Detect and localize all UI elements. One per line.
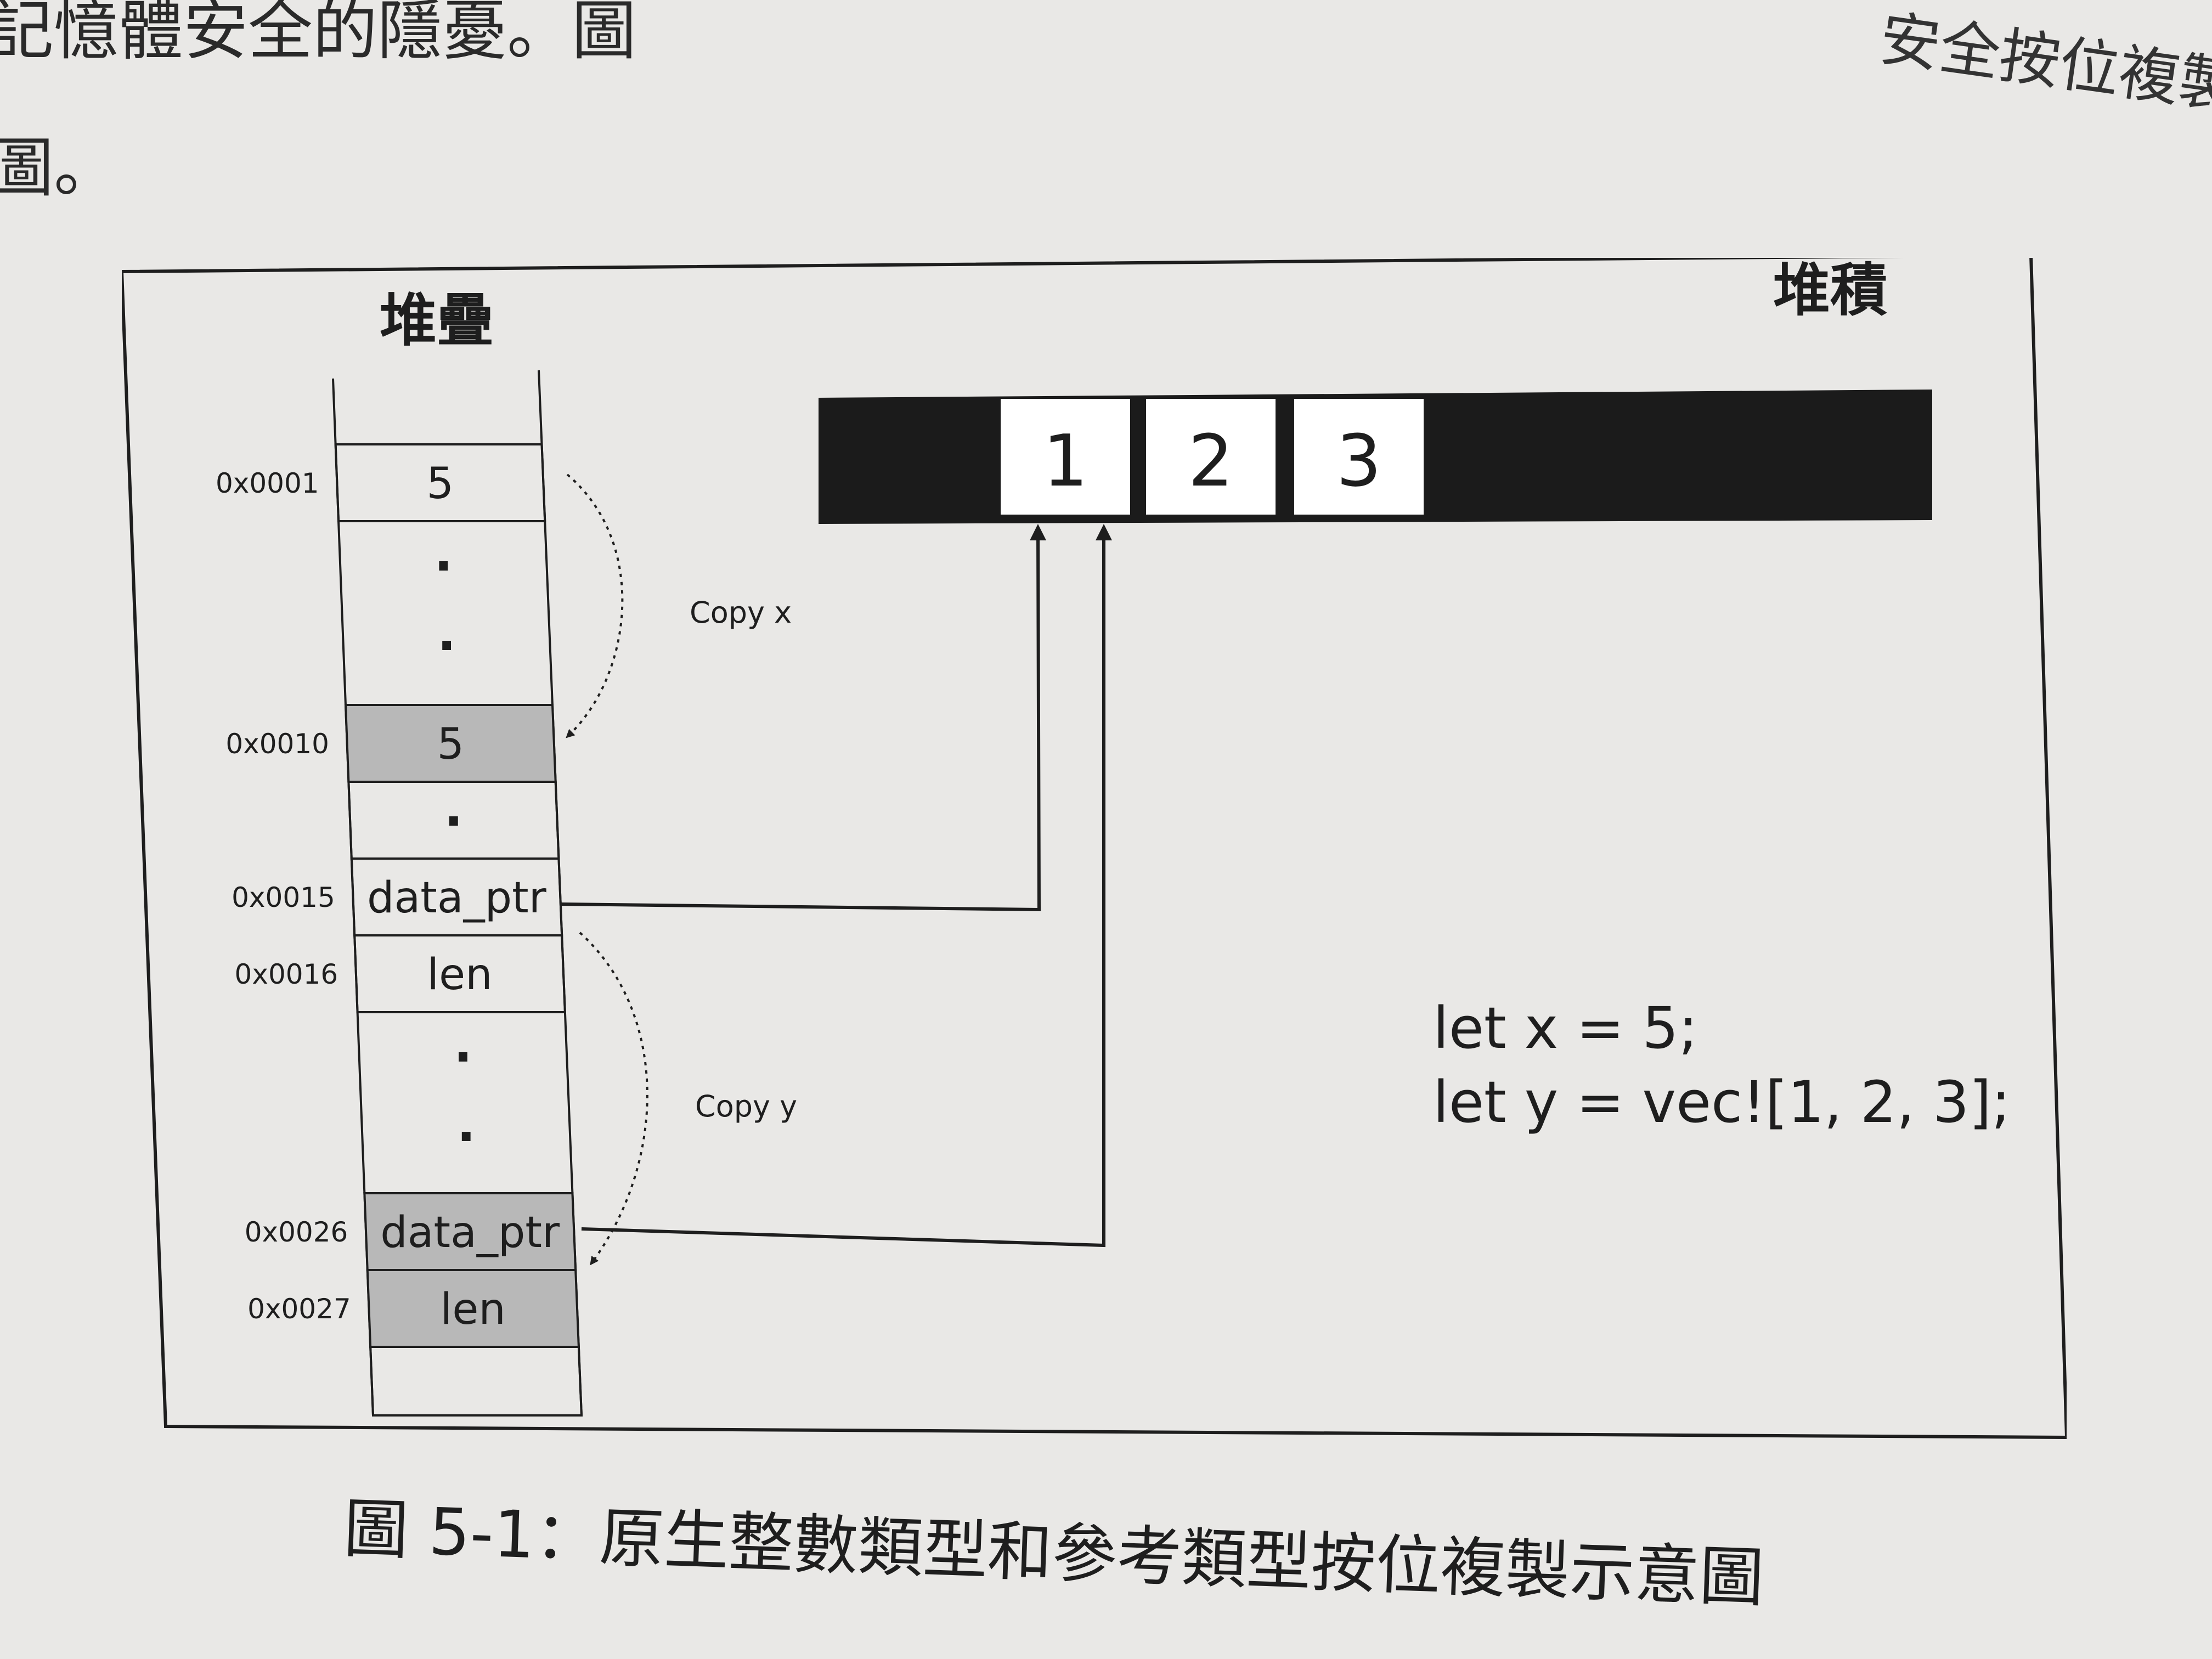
stack-address: 0x0015 [232, 882, 335, 913]
stack-cell-value: len [441, 1285, 506, 1334]
heap-cell-value: 2 [1188, 419, 1234, 503]
stack-cell [353, 934, 566, 1013]
heap-title: 堆積 [1773, 258, 1887, 324]
stack-cell-value: data_ptr [380, 1208, 560, 1257]
stack-cell-ellipsis: . [454, 1016, 472, 1074]
stack-address: 0x0010 [225, 728, 329, 760]
stack-address: 0x0026 [245, 1216, 348, 1248]
stack-cell-ellipsis: . [444, 780, 463, 838]
figure-caption: 圖 5-1：原生整數類型和參考類型按位複製示意圖 [342, 1490, 1765, 1616]
heap-cell-value: 3 [1336, 419, 1382, 503]
body-text-line: 圖。 [0, 130, 119, 206]
stack-cell-value: data_ptr [367, 873, 547, 923]
stack-cell-value: len [427, 950, 492, 1000]
stack-cell-value: 5 [427, 459, 454, 509]
figure-border [122, 258, 2067, 1440]
copy-x-label: Copy x [690, 595, 792, 630]
pointer-x-to-heap [560, 524, 1047, 912]
heap-cell-value: 1 [1043, 419, 1088, 503]
stack-cell [369, 1346, 583, 1417]
stack-address: 0x0016 [235, 958, 338, 990]
stack-address: 0x0001 [216, 467, 319, 499]
figure: 堆疊 堆積 5 0x0001.. 5 0x0010. data_ptr 0x0015 len… [122, 258, 2067, 1448]
heap-cells: 1 2 3 [998, 397, 1426, 517]
stack-address: 0x0027 [247, 1293, 351, 1325]
code-line: let x = 5; [1433, 995, 1698, 1062]
stack-cell [334, 443, 546, 522]
body-text-line: 記憶體安全的隱憂。圖 [0, 0, 637, 69]
copy-x-arrow [566, 473, 624, 738]
copy-y-arrow [579, 932, 648, 1266]
copy-y-label: Copy y [695, 1089, 797, 1124]
code-line: let y = vec![1, 2, 3]; [1433, 1069, 2011, 1136]
body-text-fragment: 安全按位複製的 [1875, 3, 2212, 132]
stack-title: 堆疊 [380, 287, 494, 354]
pointer-y-to-heap [581, 524, 1112, 1248]
stack-cell-ellipsis: . [434, 525, 453, 583]
stack-cell-ellipsis: . [457, 1096, 476, 1153]
stack-cell-value: 5 [437, 720, 464, 769]
stack-cell-ellipsis: . [437, 605, 456, 662]
heap-cell [1144, 397, 1278, 517]
stack-cells: 5 0x0001.. 5 0x0010. data_ptr 0x0015 len 0x0016… [216, 443, 583, 1417]
figure-diagram: 堆疊 堆積 5 0x0001.. 5 0x0010. data_ptr 0x0015 len… [122, 258, 2067, 1440]
heap-cell [1292, 397, 1426, 517]
heap-cell [998, 397, 1132, 517]
